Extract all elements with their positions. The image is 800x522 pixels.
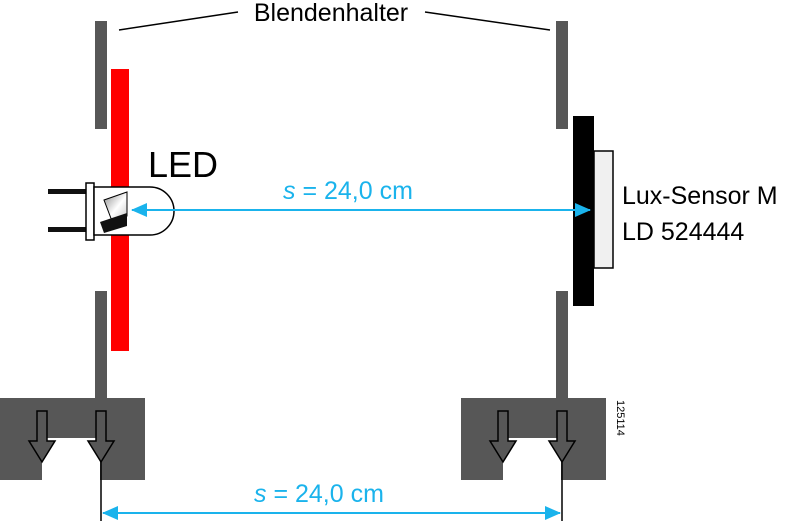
right-holder-upper-bar	[556, 21, 568, 129]
dimension-top-arrowhead-right	[575, 203, 591, 217]
lux-sensor-window	[593, 150, 614, 269]
dimension-top-value: = 24,0 cm	[296, 177, 413, 205]
left-holder-lower-bar	[95, 291, 107, 399]
dimension-top-arrowhead-left	[131, 203, 147, 217]
left-base-arrow-2	[86, 410, 116, 464]
led-leg-top	[48, 189, 94, 194]
left-base-block	[0, 398, 145, 480]
led-leg-bottom	[48, 227, 94, 232]
dimension-top-label: s = 24,0 cm	[283, 177, 413, 205]
right-base-arrow-1	[488, 410, 518, 464]
holder-leader-left	[118, 11, 239, 31]
left-holder-upper-bar	[95, 21, 107, 129]
dimension-bottom-symbol: s	[254, 480, 267, 508]
right-holder-lower-bar	[556, 291, 568, 399]
led-rim	[85, 182, 95, 241]
figure-id: 125114	[614, 400, 626, 436]
dimension-top-symbol: s	[283, 177, 296, 205]
right-base-block	[461, 398, 606, 480]
dimension-bottom-value: = 24,0 cm	[267, 480, 384, 508]
left-base	[0, 398, 145, 480]
sensor-label-line1: Lux-Sensor M	[622, 182, 778, 210]
sensor-label-line2: LD 524444	[622, 218, 744, 246]
dimension-bottom-label: s = 24,0 cm	[254, 480, 384, 508]
dimension-bottom	[102, 506, 561, 520]
right-base	[461, 398, 606, 480]
right-holder	[556, 21, 568, 399]
dimension-top	[131, 203, 591, 217]
dimension-bottom-arrowhead-left	[102, 506, 118, 520]
holder-label: Blendenhalter	[254, 0, 408, 27]
left-base-arrow-1	[27, 410, 57, 464]
left-holder	[95, 21, 107, 399]
holder-leader-right	[424, 11, 551, 31]
led-anvil	[100, 213, 127, 233]
dimension-bottom-arrowhead-right	[545, 506, 561, 520]
led	[48, 182, 175, 241]
right-base-arrow-2	[547, 410, 577, 464]
led-label: LED	[148, 144, 218, 185]
